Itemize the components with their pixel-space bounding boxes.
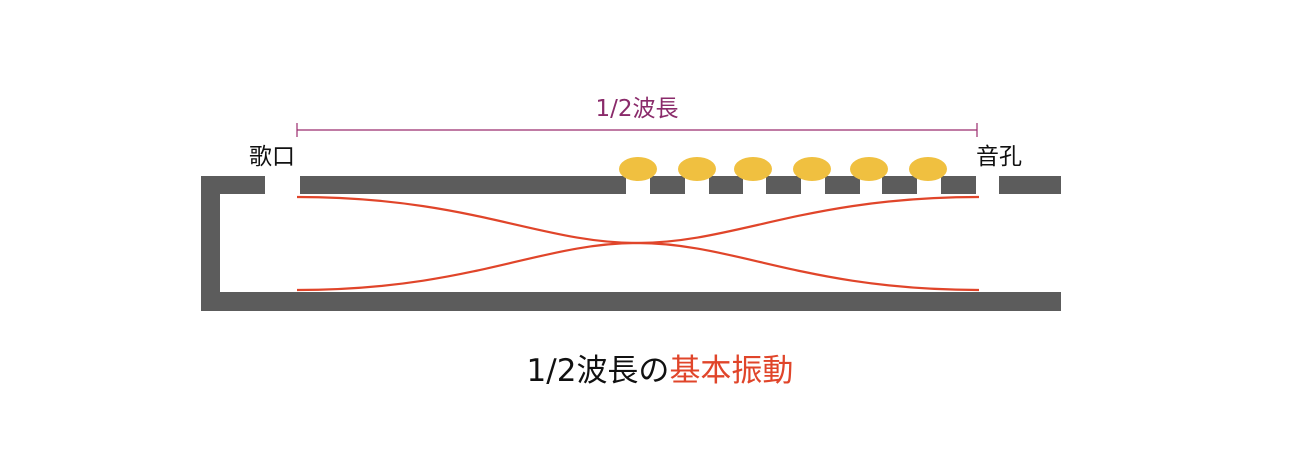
half-wavelength-span: 1/2波長 [296,96,978,137]
finger-pad [793,157,831,181]
tone-hole-label: 音孔 [976,144,1022,170]
caption-highlight: 基本振動 [669,353,793,389]
finger-pad [909,157,947,181]
span-label: 1/2波長 [595,96,678,122]
finger-pad [734,157,772,181]
finger-pad [850,157,888,181]
flute-tube [201,176,1061,311]
tube-top-segment-3 [709,176,743,194]
tube-top-segment-4 [766,176,801,194]
tube-top-segment-6 [882,176,917,194]
tube-bottom-wall [206,292,1061,311]
tube-top-segment-main [300,176,626,194]
wave-curve-lower [296,195,980,292]
tube-top-segment-7 [941,176,976,194]
tube-top-segment-2 [650,176,685,194]
finger-pad [619,157,657,181]
caption-prefix: 1/2波長の [527,353,670,389]
diagram-caption: 1/2波長の基本振動 [527,353,794,389]
tube-left-wall [201,176,220,311]
finger-pads [619,157,947,181]
standing-wave [296,195,980,292]
tube-top-segment-end [999,176,1061,194]
finger-pad [678,157,716,181]
tube-top-segment-5 [825,176,860,194]
mouthpiece-label: 歌口 [249,144,295,170]
